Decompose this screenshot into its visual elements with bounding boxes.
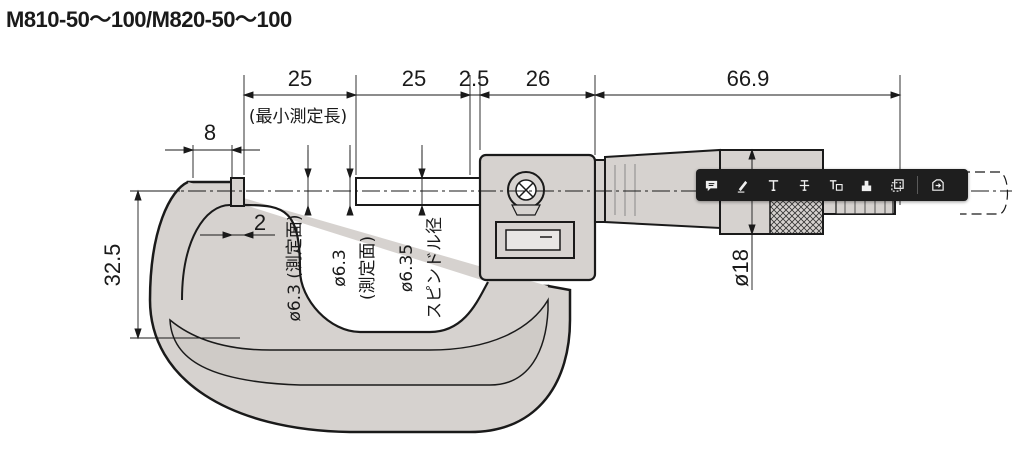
- text-strike-icon[interactable]: [789, 169, 820, 201]
- frame-inner-edge: [169, 297, 549, 386]
- page-title: M810-50～100/M820-50～100: [6, 7, 292, 32]
- dim-spindle-step: 2.5: [459, 66, 490, 91]
- export-icon[interactable]: [922, 169, 953, 201]
- crop-icon[interactable]: [882, 169, 913, 201]
- label-spindle-diameter-value: ø6.35: [397, 244, 417, 292]
- frame-inner-arc: [181, 204, 245, 301]
- stand-outline: [960, 171, 1009, 215]
- label-spindle-diameter-note: スピンドル径: [425, 217, 445, 319]
- label-anvil-face: ø6.3 (測定面): [285, 214, 305, 321]
- dim-min-length-note: (最小測定長): [249, 107, 347, 127]
- dim-gap: 2: [254, 210, 266, 235]
- dim-anvil-width: 8: [204, 120, 216, 145]
- text-box-icon[interactable]: [820, 169, 851, 201]
- dim-body-width: 26: [526, 66, 550, 91]
- dim-min-length: 25: [288, 66, 312, 91]
- dim-height: 32.5: [100, 244, 125, 287]
- dim-thimble-length: 66.9: [727, 66, 770, 91]
- highlight-icon[interactable]: [727, 169, 758, 201]
- anvil: [230, 177, 245, 207]
- dim-thimble-diameter: ø18: [728, 249, 753, 287]
- comment-icon[interactable]: [696, 169, 727, 201]
- toolbar-separator: [917, 176, 918, 194]
- annotation-toolbar: [696, 169, 968, 201]
- body: [478, 153, 597, 282]
- label-spindle-face-note: (測定面): [358, 236, 378, 300]
- text-icon[interactable]: [758, 169, 789, 201]
- label-spindle-face-value: ø6.3: [330, 249, 350, 286]
- stamp-icon[interactable]: [851, 169, 882, 201]
- dim-spindle-travel: 25: [402, 66, 426, 91]
